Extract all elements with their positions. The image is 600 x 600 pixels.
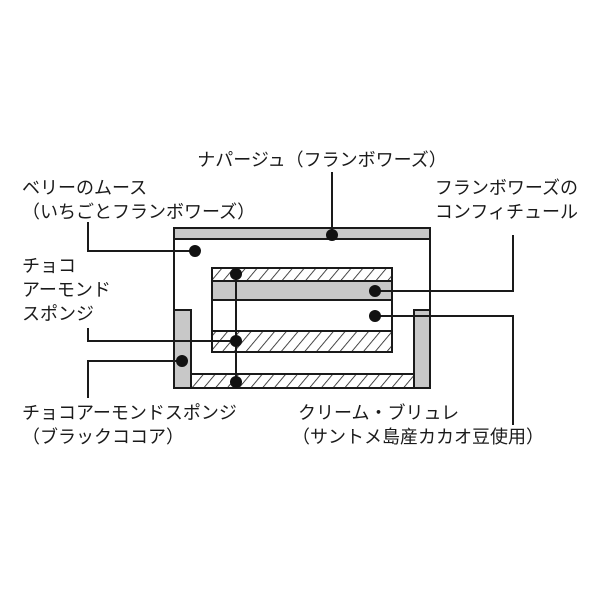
leader-line-black-cocoa	[87, 360, 182, 398]
label-confiture-1: フランボワーズの	[435, 178, 578, 199]
nappage-layer	[173, 227, 431, 240]
marker-dot	[369, 285, 381, 297]
label-black-cocoa-2: （ブラックココア）	[22, 426, 184, 448]
marker-dot	[230, 335, 242, 347]
label-black-cocoa-1: チョコアーモンドスポンジ	[22, 403, 237, 424]
confiture-layer	[211, 280, 393, 301]
creme-brulee-layer	[211, 299, 393, 332]
label-berry-mousse-1: ベリーのムース	[22, 178, 147, 199]
marker-dot	[176, 355, 188, 367]
label-nappage: ナパージュ（フランボワーズ）	[197, 150, 446, 171]
label-confiture-2: コンフィチュール	[435, 202, 578, 223]
leader-line-creme-brulee	[375, 315, 514, 425]
marker-dot	[230, 376, 242, 388]
marker-dot	[189, 245, 201, 257]
marker-dot	[326, 229, 338, 241]
left-sponge-wall	[173, 309, 192, 389]
leader-line-berry	[87, 222, 195, 252]
right-sponge-wall	[413, 309, 431, 389]
label-choco-sponge-2: アーモンド	[22, 280, 111, 301]
leader-line-confiture	[375, 235, 514, 292]
label-choco-sponge-1: チョコ	[22, 256, 76, 277]
leader-line-choco-sponge	[87, 328, 236, 342]
label-creme-brulee-2: （サントメ島産カカオ豆使用）	[292, 427, 544, 448]
marker-dot	[230, 268, 242, 280]
bottom-sponge-layer	[190, 373, 415, 389]
label-creme-brulee-1: クリーム・ブリュレ	[298, 402, 459, 424]
label-berry-mousse-2: （いちごとフランボワーズ）	[22, 202, 255, 223]
label-choco-sponge-3: スポンジ	[22, 304, 94, 325]
marker-dot	[369, 310, 381, 322]
